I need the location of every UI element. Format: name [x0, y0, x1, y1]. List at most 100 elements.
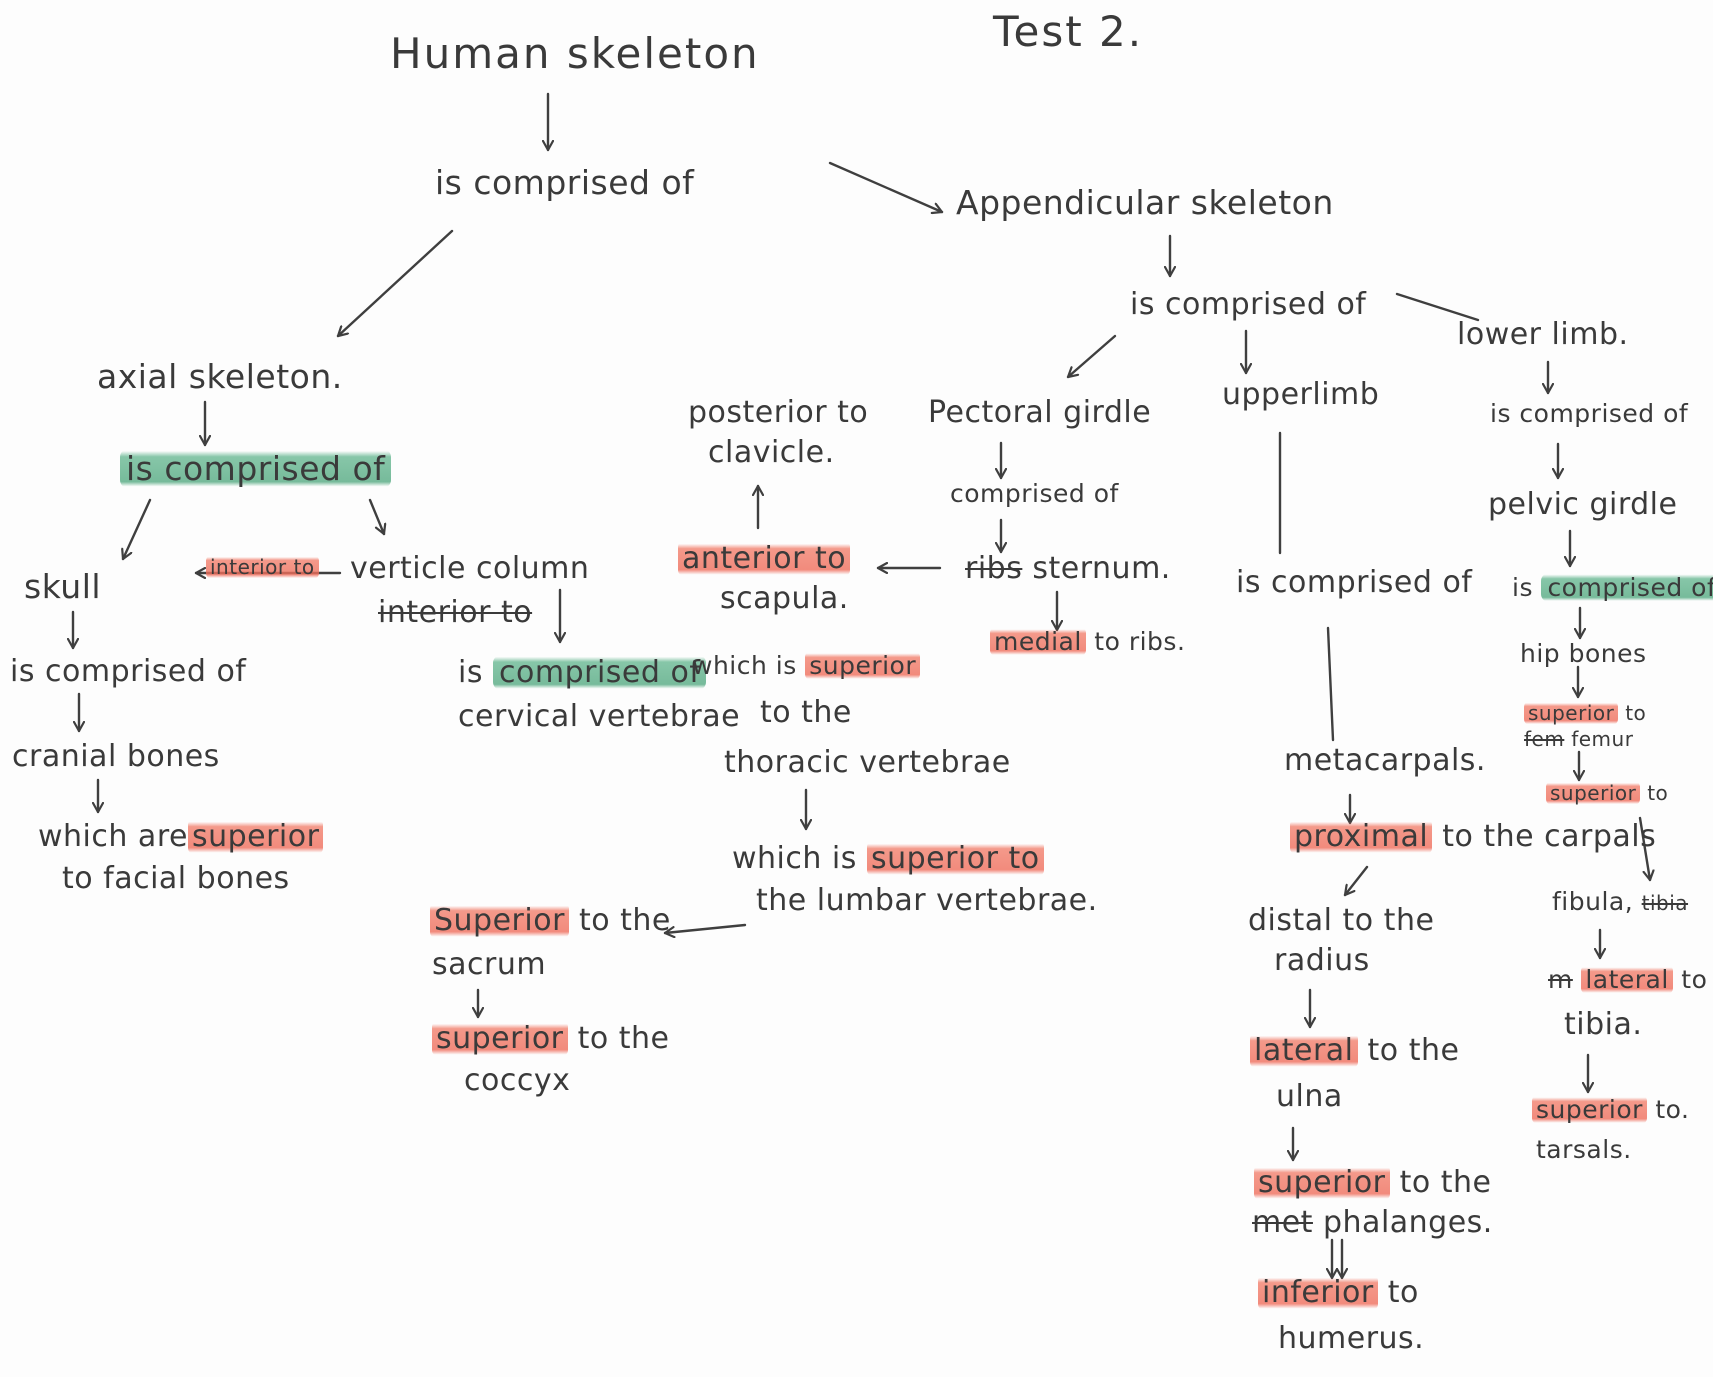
node-superior-to-2: superior to — [1546, 781, 1669, 805]
highlight-red: superior — [187, 819, 324, 854]
highlight-red: superior — [1524, 701, 1619, 725]
highlight-red: anterior to — [678, 541, 851, 576]
node-femur: fem femur — [1524, 728, 1633, 751]
text-to: to — [1647, 781, 1669, 805]
node-interior-to-1: interior to — [206, 555, 319, 579]
text-to-ribs: to ribs. — [1094, 627, 1186, 656]
line-comprised-to-metacarpals — [1326, 626, 1335, 742]
arrow-comprised-to-skull — [123, 498, 152, 561]
highlight-green: is comprised of — [120, 449, 392, 488]
arrow-comprised-to-verticle — [368, 498, 384, 536]
node-interior-to-2: interior to — [378, 595, 533, 630]
text-which-is: which is — [692, 651, 797, 680]
arrow-lumbar-to-superior — [663, 923, 747, 933]
node-skull-comprised: is comprised of — [10, 654, 247, 689]
node-superior-phalanges: superior to the — [1254, 1165, 1492, 1201]
node-ulna: ulna — [1276, 1079, 1343, 1114]
text-struck-m: m — [1548, 965, 1573, 994]
highlight-red: medial — [990, 627, 1086, 656]
node-sternum: ribs sternum. — [965, 551, 1171, 587]
text-to: to — [1387, 1275, 1419, 1310]
node-which-is-superior: which is superior — [692, 651, 921, 681]
node-which-is-superior-to: which is superior to — [732, 841, 1044, 877]
text-to: to — [1625, 701, 1647, 725]
node-axial-comprised: is comprised of — [120, 449, 392, 488]
text-to-the: to the — [1399, 1165, 1492, 1200]
node-phalanges: met phalanges. — [1252, 1205, 1493, 1241]
highlight-red: superior — [1546, 781, 1641, 805]
node-app-comprised: is comprised of — [1130, 287, 1367, 322]
node-sacrum: sacrum — [432, 947, 547, 982]
node-to-the-1: to the — [760, 695, 852, 730]
node-lower-limb: lower limb. — [1457, 317, 1629, 352]
node-distal-to-the: distal to the — [1248, 903, 1435, 938]
node-lateral-to-tibia: m lateral to — [1548, 965, 1707, 995]
highlight-red: superior to — [866, 841, 1044, 876]
node-scapula: scapula. — [720, 581, 849, 616]
node-coccyx: coccyx — [464, 1063, 571, 1098]
node-lateral-ulna: lateral to the — [1250, 1033, 1460, 1069]
node-is-comprised-vertebra: is comprised of — [458, 655, 707, 691]
page-title: Test 2. — [993, 7, 1144, 56]
arrow-comprised-to-axial — [336, 229, 454, 338]
highlight-red: superior — [1532, 1095, 1647, 1124]
node-tibia: tibia. — [1564, 1007, 1643, 1042]
node-hip-bones: hip bones — [1520, 639, 1647, 668]
node-is-comprised-of: is comprised of — [435, 163, 695, 202]
node-facial-bones: to facial bones — [62, 861, 290, 896]
node-cranial-bones: cranial bones — [12, 739, 220, 774]
node-appendicular-skeleton: Appendicular skeleton — [956, 183, 1334, 222]
node-skull: skull — [24, 567, 102, 606]
node-clavicle: clavicle. — [708, 435, 835, 470]
node-metacarpals: metacarpals. — [1284, 743, 1486, 778]
text-to-the: to the — [1367, 1033, 1460, 1068]
arrow-to-pectoral — [1066, 334, 1117, 379]
node-pelvic-comprised: is comprised of — [1512, 573, 1713, 603]
node-anterior-to: anterior to — [678, 541, 851, 577]
node-human-skeleton: Human skeleton — [390, 29, 760, 78]
node-superior-coccyx: superior to the — [432, 1021, 670, 1057]
node-lumbar-vertebrae: the lumbar vertebrae. — [756, 883, 1098, 918]
node-pectoral-girdle: Pectoral girdle — [928, 395, 1152, 430]
node-radius: radius — [1274, 943, 1370, 978]
text-to-the: to the — [577, 1021, 670, 1056]
text-struck-fem: fem — [1524, 727, 1565, 751]
text-is: is — [458, 655, 483, 690]
node-pectoral-comprised: comprised of — [950, 479, 1119, 508]
text-to-the: to the — [578, 903, 671, 938]
highlight-red: inferior — [1258, 1275, 1378, 1310]
node-inferior-to: inferior to — [1258, 1275, 1419, 1311]
highlight-red: superior — [805, 651, 921, 680]
arrow-proximal-to-distal — [1343, 865, 1369, 897]
highlight-red: interior to — [206, 555, 319, 579]
text-which-are: which are — [38, 819, 188, 854]
node-thoracic-vertebrae: thoracic vertebrae — [724, 745, 1011, 780]
arrow-comprised-to-appendicular — [828, 161, 944, 212]
text-phalanges: phalanges. — [1323, 1205, 1493, 1240]
text-which-is: which is — [732, 841, 857, 876]
text-to-carpals: to the carpals — [1442, 819, 1657, 854]
node-verticle-column: verticle column — [350, 551, 590, 586]
highlight-red: Superior — [430, 903, 569, 938]
text-struck-ribs: ribs — [965, 551, 1023, 586]
highlight-red: lateral — [1250, 1033, 1358, 1068]
node-pelvic-girdle: pelvic girdle — [1488, 487, 1678, 522]
node-superior-to-femur: superior to — [1524, 701, 1647, 725]
highlight-red: superior — [432, 1021, 568, 1056]
text-sternum: sternum. — [1032, 551, 1171, 586]
text-struck-met: met — [1252, 1205, 1313, 1240]
text-to: to. — [1655, 1095, 1690, 1124]
node-humerus: humerus. — [1278, 1321, 1425, 1356]
node-cervical-vertebrae: cervical vertebrae — [458, 699, 741, 734]
node-upper-comprised: is comprised of — [1236, 565, 1473, 600]
node-proximal-carpals: proximal to the carpals — [1290, 819, 1657, 855]
node-superior-tarsals: superior to. — [1532, 1095, 1690, 1125]
node-posterior-to: posterior to — [688, 395, 869, 430]
node-upper-limb: upperlimb — [1222, 377, 1380, 412]
node-fibula: fibula, tibia — [1552, 887, 1688, 917]
highlight-red: lateral — [1581, 965, 1673, 994]
text-is: is — [1512, 573, 1533, 602]
highlight-red: proximal — [1290, 819, 1433, 854]
node-tarsals: tarsals. — [1536, 1135, 1632, 1164]
